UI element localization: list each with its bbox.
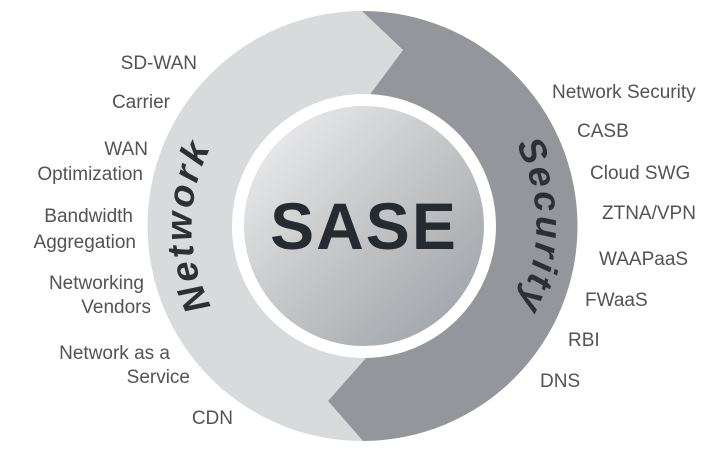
network-item-wan-optimization-line2: Optimization xyxy=(37,164,143,185)
network-item-wan-optimization-line1: WAN xyxy=(104,139,148,160)
security-item-rbi: RBI xyxy=(568,330,600,351)
network-item-network-as-a-service-line2: Service xyxy=(126,367,190,388)
network-item-networking-vendors-line2: Vendors xyxy=(81,297,151,318)
network-item-sd-wan: SD-WAN xyxy=(120,53,197,74)
sase-title: SASE xyxy=(270,189,458,263)
center-disc xyxy=(244,106,484,346)
security-item-cloud-swg: Cloud SWG xyxy=(590,163,691,184)
security-item-fwaas: FWaaS xyxy=(585,290,648,311)
network-item-networking-vendors-line1: Networking xyxy=(48,273,144,294)
network-item-bandwidth-aggregation-line1: Bandwidth xyxy=(44,206,133,227)
network-item-cdn: CDN xyxy=(191,408,233,429)
security-item-waapaas: WAAPaaS xyxy=(599,249,689,270)
security-item-casb: CASB xyxy=(577,121,629,142)
network-item-bandwidth-aggregation-line2: Aggregation xyxy=(33,232,136,253)
security-item-ztna-vpn: ZTNA/VPN xyxy=(602,203,696,224)
network-item-carrier: Carrier xyxy=(111,92,170,113)
security-item-dns: DNS xyxy=(540,371,581,392)
network-item-network-as-a-service-line1: Network as a xyxy=(59,343,170,364)
security-item-network-security: Network Security xyxy=(552,82,696,103)
